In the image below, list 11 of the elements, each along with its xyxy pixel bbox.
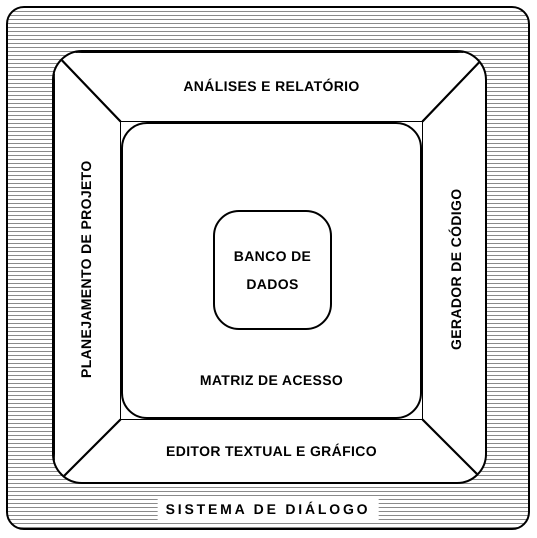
module-label: GERADOR DE CÓDIGO bbox=[447, 188, 465, 350]
module-label: SISTEMA DE DIÁLOGO bbox=[166, 501, 370, 517]
access-matrix-box bbox=[121, 122, 422, 419]
module-label: BANCO DE DADOS bbox=[232, 247, 312, 294]
module-label: ANÁLISES E RELATÓRIO bbox=[183, 78, 360, 94]
module-label: PLANEJAMENTO DE PROJETO bbox=[77, 160, 95, 378]
module-label: EDITOR TEXTUAL E GRÁFICO bbox=[166, 443, 377, 459]
module-panel bbox=[52, 50, 487, 484]
database-box bbox=[213, 210, 332, 330]
hatched-frame bbox=[6, 6, 530, 530]
module-label: MATRIZ DE ACESSO bbox=[200, 372, 344, 388]
